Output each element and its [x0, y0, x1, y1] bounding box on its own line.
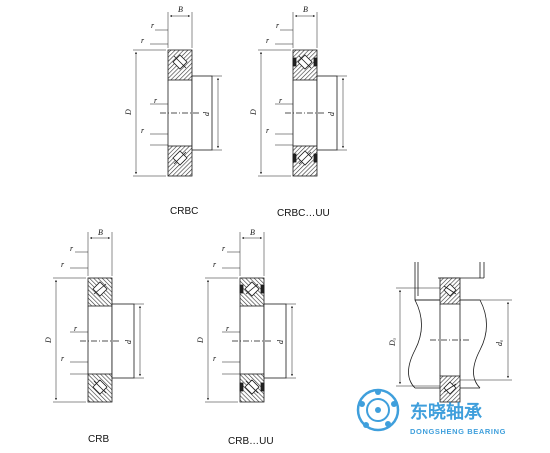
- dim-r: r: [226, 324, 230, 333]
- dim-r: r: [70, 244, 74, 253]
- dim-r: r: [141, 36, 145, 45]
- caption-crbc: CRBC: [170, 206, 198, 217]
- dim-r: r: [222, 244, 226, 253]
- diagram-crbc-uu: B r r r r D d CRBC…UU: [249, 5, 347, 219]
- dim-r: r: [266, 126, 270, 135]
- dim-b: B: [178, 5, 183, 14]
- dim-r: r: [61, 260, 65, 269]
- dim-outer-diameter: D: [249, 109, 258, 116]
- dim-bore-diameter: d: [276, 339, 285, 344]
- dim-b: B: [303, 5, 308, 14]
- caption-crbc-uu: CRBC…UU: [277, 208, 330, 219]
- dim-r: r: [279, 96, 283, 105]
- dim-r: r: [213, 260, 217, 269]
- dim-r: r: [213, 354, 217, 363]
- diagram-crb-uu: B r r r r D d CRB…UU: [196, 228, 296, 447]
- caption-crb: CRB: [88, 434, 109, 445]
- dim-outer-diameter: D: [124, 109, 133, 116]
- diagram-crb: B r r r r D d CRB: [44, 228, 144, 445]
- dim-shaft-shoulder-diameter: dₐ: [495, 339, 504, 346]
- dim-r: r: [266, 36, 270, 45]
- brand-name-en: DONGSHENG BEARING: [410, 427, 506, 436]
- dim-r: r: [61, 354, 65, 363]
- diagram-crbc: B r r r r D d CRBC: [124, 5, 222, 217]
- bearing-logo-icon: [356, 388, 400, 432]
- dim-b: B: [250, 228, 255, 237]
- dim-r: r: [151, 21, 155, 30]
- brand-watermark: 东晓轴承 DONGSHENG BEARING: [356, 388, 506, 436]
- dim-bore-diameter: d: [124, 339, 133, 344]
- caption-crb-uu: CRB…UU: [228, 436, 274, 447]
- dim-r: r: [74, 324, 78, 333]
- brand-name-cn: 东晓轴承: [410, 401, 483, 423]
- dim-r: r: [154, 96, 158, 105]
- dim-bore-diameter: d: [327, 111, 336, 116]
- dim-bore-diameter: d: [202, 111, 211, 116]
- dim-housing-shoulder-diameter: Dₐ: [388, 337, 397, 347]
- dim-r: r: [141, 126, 145, 135]
- dim-r: r: [276, 21, 280, 30]
- dim-outer-diameter: D: [44, 337, 53, 344]
- diagram-mounting: Dₐ dₐ: [388, 262, 512, 403]
- dim-outer-diameter: D: [196, 337, 205, 344]
- dim-b: B: [98, 228, 103, 237]
